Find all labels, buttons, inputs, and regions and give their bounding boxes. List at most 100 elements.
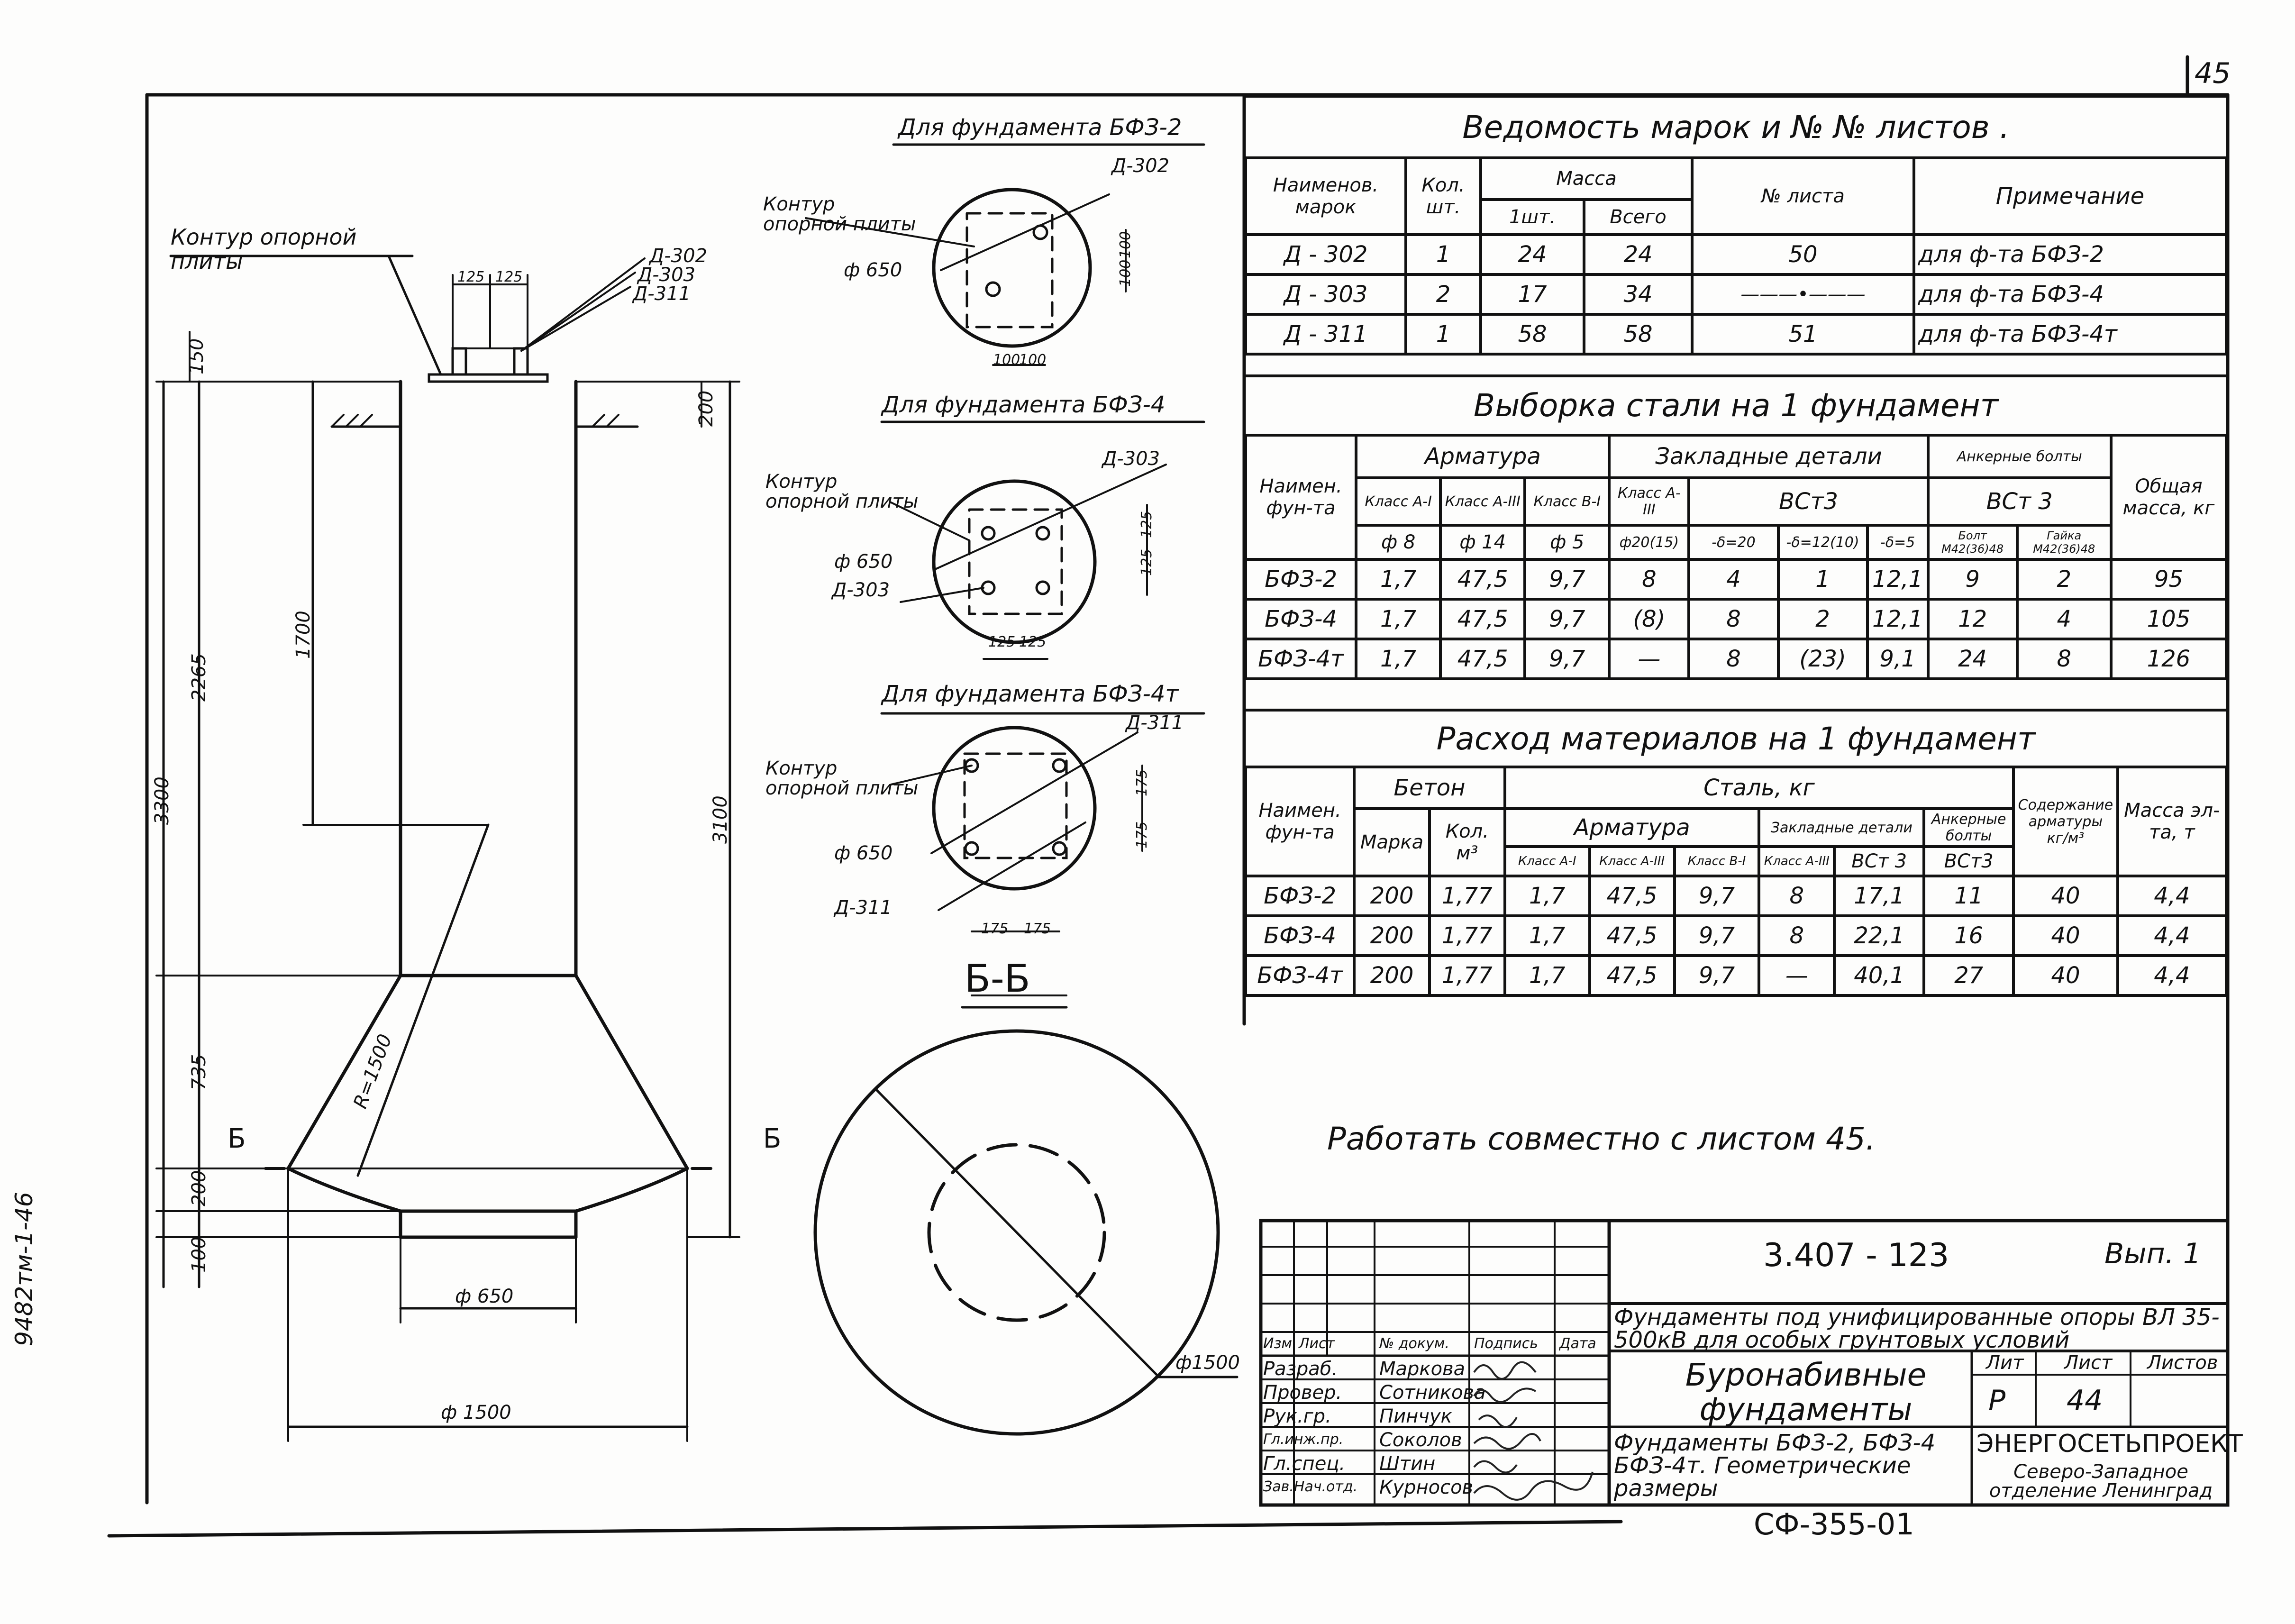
cell: 2: [2015, 558, 2113, 601]
detail2-title: Для фундамента БФЗ-4: [882, 392, 1166, 418]
stamp-person: Сотникова: [1379, 1382, 1486, 1404]
table2-h-arm: Арматура: [1355, 434, 1611, 479]
signature-mark: [1473, 1433, 1541, 1450]
cell: 51: [1691, 313, 1915, 356]
cell: 8: [1758, 875, 1836, 917]
contour-label: Контур опорной плиты: [171, 224, 357, 274]
table3-h-mass: Масса эл-та, т: [2116, 766, 2228, 877]
marks-sheets-table: Ведомость марок и № № листов . Наименов.…: [1244, 95, 2228, 356]
detail1-dim-a: 100: [993, 352, 1020, 368]
bottom-code: СФ-355-01: [1754, 1507, 1914, 1542]
cell: Закладные детали: [1758, 807, 1926, 848]
cell: ф 14: [1439, 524, 1527, 561]
cell: 200: [1353, 954, 1431, 997]
stamp-person: Соколов: [1379, 1429, 1462, 1451]
cell: для ф-та БФЗ-2: [1912, 233, 2228, 276]
cell: БФЗ-4: [1244, 914, 1356, 957]
detail2-bolt2: Д-303: [832, 579, 890, 601]
detail3-contour: Контур опорной плиты: [765, 757, 919, 799]
table1-h-note: Примечание: [1912, 156, 2228, 236]
cell: 2: [1776, 598, 1869, 640]
cell: 9,7: [1523, 638, 1611, 680]
stamp-org-sub: Северо-Западное отделение Ленинград: [1989, 1461, 2213, 1502]
cell: Класс А-III: [1758, 845, 1836, 877]
stamp-lit-value: Р: [1988, 1384, 2006, 1417]
cell: БФЗ-4т: [1244, 954, 1356, 997]
stamp-role: Разраб.: [1263, 1358, 1338, 1380]
cell: 1,77: [1428, 954, 1506, 997]
stamp-h-sign: Подпись: [1474, 1335, 1538, 1352]
cell: 9,7: [1673, 914, 1761, 957]
cell: 17,1: [1833, 875, 1926, 917]
cell: 105: [2109, 598, 2228, 640]
detail2-bolt: Д-303: [1102, 448, 1160, 470]
cell: 8: [2015, 638, 2113, 680]
stamp-role: Провер.: [1263, 1382, 1342, 1404]
cell: 34: [1583, 273, 1694, 316]
table1-h-name: Наименов. марок: [1244, 156, 1407, 236]
cell: -δ=12(10): [1776, 524, 1869, 561]
cell: Анкерные болты: [1922, 807, 2015, 848]
signature-mark: [1473, 1460, 1518, 1474]
cell: Класс А-III: [1608, 476, 1691, 527]
cell: (23): [1776, 638, 1869, 680]
cell: 47,5: [1588, 914, 1676, 957]
cell: 12: [1926, 598, 2019, 640]
detail3-dim-a: 175: [981, 921, 1009, 937]
table3-h-content: Содержание арматуры кг/м³: [2012, 766, 2119, 877]
table-row: БФЗ-4 1,7 47,5 9,7 (8) 8 2 12,1 12 4 105: [1244, 598, 2228, 640]
cell: 1,7: [1503, 875, 1591, 917]
table1-h-mass: Масса: [1479, 156, 1694, 201]
cell: для ф-та БФЗ-4т: [1912, 313, 2228, 356]
detail3-bolt: Д-311: [1126, 712, 1184, 734]
table2-h-name: Наимен. фун-та: [1244, 434, 1358, 561]
cell: ВСт 3: [1833, 845, 1926, 877]
dia-1500-label: ф 1500: [441, 1402, 511, 1423]
cell: Д - 302: [1244, 233, 1407, 276]
stamp-list-label: Лист: [2064, 1352, 2113, 1374]
table-row: БФЗ-4 200 1,77 1,7 47,5 9,7 8 22,1 16 40…: [1244, 914, 2228, 957]
stamp-issue: Вып. 1: [2104, 1237, 2202, 1270]
cell: 2: [1404, 273, 1482, 316]
frame-bottom-line: [107, 1520, 1623, 1538]
cell: 24: [1926, 638, 2019, 680]
cell: 9: [1926, 558, 2019, 601]
stamp-lists-label: Листов: [2147, 1352, 2218, 1374]
cell: Класс А-III: [1588, 845, 1676, 877]
cell: ф 5: [1523, 524, 1611, 561]
table3-h-name: Наимен. фун-та: [1244, 766, 1356, 877]
cell: ф 8: [1355, 524, 1442, 561]
cell: 1: [1404, 313, 1482, 356]
stamp-code: 3.407 - 123: [1763, 1237, 1949, 1274]
cell: —: [1608, 638, 1691, 680]
cell: 50: [1691, 233, 1915, 276]
cell: 58: [1583, 313, 1694, 356]
section-mark-right: Б: [763, 1123, 782, 1154]
cell: БФЗ-2: [1244, 875, 1356, 917]
bolt-mark-d311: Д-311: [633, 283, 691, 305]
cell: ф20(15): [1608, 524, 1691, 561]
stamp-role: Гл.инж.пр.: [1263, 1431, 1344, 1448]
table-row: Д - 311 1 58 58 51 для ф-та БФЗ-4т: [1244, 313, 2228, 356]
foundation-elevation: [155, 255, 740, 1442]
stamp-person: Курносов: [1379, 1477, 1474, 1498]
detail1-title: Для фундамента БФЗ-2: [898, 114, 1182, 141]
cell: 1,77: [1428, 914, 1506, 957]
table3-title: Расход материалов на 1 фундамент: [1246, 709, 2226, 768]
cell: 8: [1758, 914, 1836, 957]
cell: 40: [2012, 954, 2119, 997]
cell: для ф-та БФЗ-4: [1912, 273, 2228, 316]
cell: 9,7: [1673, 954, 1761, 997]
cell: 200: [1353, 875, 1431, 917]
cell: 9,7: [1523, 598, 1611, 640]
cell: 9,7: [1673, 875, 1761, 917]
cell: 40: [2012, 875, 2119, 917]
stamp-h-doc: № докум.: [1379, 1335, 1449, 1352]
table2-h-total: Общая масса, кг: [2109, 434, 2228, 561]
cell: 4,4: [2116, 875, 2228, 917]
cell: Марка: [1353, 807, 1431, 877]
table1-h-mass-total: Всего: [1583, 198, 1694, 236]
stamp-role: Рук.гр.: [1263, 1405, 1331, 1427]
section-mark-left: Б: [228, 1123, 246, 1154]
